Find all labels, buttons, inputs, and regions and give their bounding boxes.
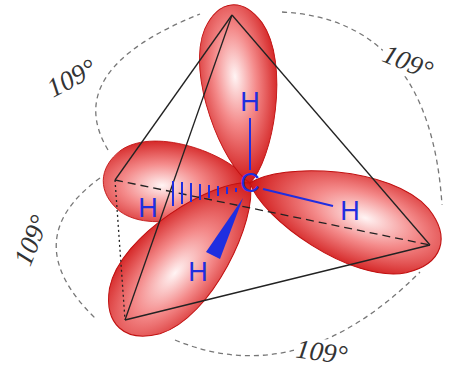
wedge-bond [206, 198, 243, 259]
angle-label: 109° [9, 209, 55, 270]
hydrogen-atom: H [187, 259, 209, 286]
hydrogen-atom: H [339, 198, 361, 225]
angle-label: 109° [41, 53, 103, 103]
hydrogen-atom: H [239, 89, 261, 116]
bonds [173, 118, 333, 206]
angle-label: 109° [293, 335, 352, 369]
hydrogen-atom: H [137, 195, 159, 222]
carbon-atom: C [239, 170, 261, 197]
sp3-lobes [86, 1, 454, 358]
angle-label: 109° [377, 39, 438, 85]
